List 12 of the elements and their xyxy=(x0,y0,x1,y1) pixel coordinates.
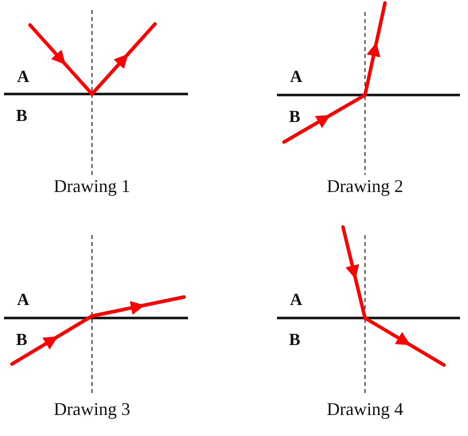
panel-label: A xyxy=(17,291,30,308)
drawing-caption: Drawing 1 xyxy=(54,177,130,195)
panel-label: B xyxy=(289,108,300,125)
panel-label: B xyxy=(16,107,28,124)
panel-label: A xyxy=(17,68,30,85)
panel-label: A xyxy=(290,291,302,308)
panel-label: A xyxy=(290,68,302,85)
panel-label: B xyxy=(289,331,300,348)
panel-label: B xyxy=(16,331,28,348)
drawing-caption: Drawing 3 xyxy=(54,400,130,418)
drawing-caption: Drawing 4 xyxy=(326,400,404,418)
drawing-caption: Drawing 2 xyxy=(326,177,404,195)
